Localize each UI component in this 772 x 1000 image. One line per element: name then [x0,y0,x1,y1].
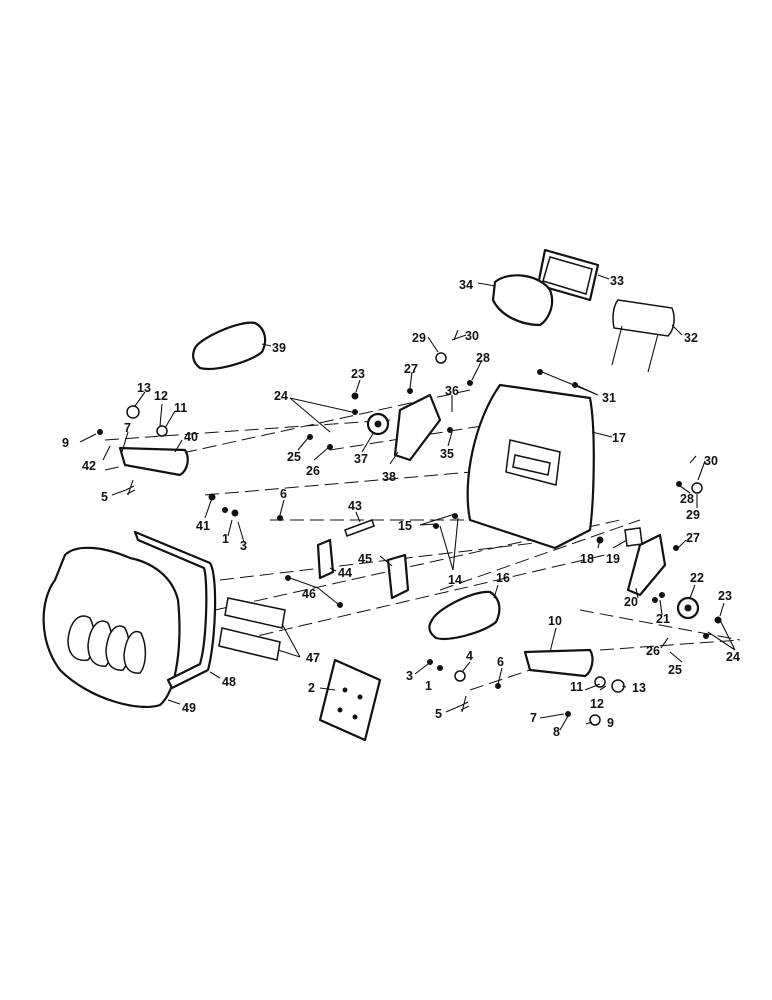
callout-43: 43 [348,499,362,513]
callout-3-left: 3 [240,539,247,553]
callout-24-left: 24 [274,389,288,403]
callout-36: 36 [445,384,459,398]
callout-11-left: 11 [174,401,187,415]
callout-22: 22 [690,571,704,585]
right-recliner-plate-part [626,533,667,597]
callout-6-left: 6 [280,487,287,501]
callout-28-right: 28 [680,492,694,506]
callout-46: 46 [302,587,316,601]
callout-5-left: 5 [101,490,108,504]
callout-23-left: 23 [351,367,365,381]
callout-38: 38 [382,470,396,484]
callout-42: 42 [82,459,96,473]
hinge-part [316,538,410,600]
callout-41: 41 [196,519,210,533]
callout-18: 18 [580,552,594,566]
headrest-bezel-part [536,248,600,302]
callout-40: 40 [184,430,198,444]
callout-12-left: 12 [154,389,168,403]
headrest-pad-part [491,274,554,327]
callout-27-right: 27 [686,531,700,545]
callout-2: 2 [308,681,315,695]
callout-10: 10 [548,614,562,628]
callout-16: 16 [496,571,510,585]
spring-part [125,479,470,713]
callout-29-left: 29 [412,331,426,345]
recliner-plate-part [393,393,442,462]
seat-back-shell-part [466,383,595,550]
cushion-frame-part [133,530,217,690]
leader-lines [79,274,736,731]
callout-29-right: 29 [686,508,700,522]
small-plate-part [624,527,643,547]
callout-49: 49 [182,701,196,715]
callout-34: 34 [459,278,473,292]
callout-13-left: 13 [137,381,151,395]
callout-44: 44 [338,566,352,580]
left-arm-bracket-part [118,446,189,477]
right-arm-bracket-part [523,648,594,678]
callout-13-right: 13 [632,681,646,695]
recliner-hub-part [366,412,390,436]
callout-1-right: 1 [425,679,432,693]
callout-7-right: 7 [530,711,537,725]
callout-23-right: 23 [718,589,732,603]
callout-15: 15 [398,519,412,533]
left-armrest-part [192,321,267,370]
callout-45: 45 [358,552,372,566]
callout-7-left: 7 [124,421,131,435]
callout-19: 19 [606,552,620,566]
callout-24-right: 24 [726,650,740,664]
callout-39: 39 [272,341,286,355]
callout-48: 48 [222,675,236,689]
seat-cushion-part [42,546,181,709]
callout-6-right: 6 [497,655,504,669]
callout-8: 8 [553,725,560,739]
callouts: 1 1 2 3 3 4 5 5 6 6 7 7 8 9 9 10 11 11 1… [62,274,740,739]
hardware-parts [97,352,722,726]
callout-21: 21 [656,612,670,626]
callout-11-right: 11 [570,680,583,694]
right-recliner-hub-part [676,596,700,620]
callout-30-left: 30 [465,329,479,343]
callout-28-left: 28 [476,351,490,365]
right-armrest-part [428,590,501,640]
callout-5-right: 5 [435,707,442,721]
callout-12-right: 12 [590,697,604,711]
callout-14: 14 [448,573,462,587]
callout-9-left: 9 [62,436,69,450]
callout-31: 31 [602,391,616,405]
strap-part [218,597,286,661]
callout-9-right: 9 [607,716,614,730]
callout-35: 35 [440,447,454,461]
callout-1-left: 1 [222,532,229,546]
callout-37: 37 [354,452,368,466]
callout-3-right: 3 [406,669,413,683]
callout-32: 32 [684,331,698,345]
callout-27-left: 27 [404,362,418,376]
callout-26-right: 26 [646,644,660,658]
callout-4: 4 [466,649,473,663]
mounting-plate-part [318,658,382,742]
callout-47: 47 [306,651,320,665]
callout-30-right: 30 [704,454,718,468]
callout-26-left: 26 [306,464,320,478]
callout-25-right: 25 [668,663,682,677]
link-rod-part [344,519,375,537]
callout-33: 33 [610,274,624,288]
callout-20: 20 [624,595,638,609]
headrest-frame-part [611,299,675,373]
callout-17: 17 [612,431,626,445]
callout-25-left: 25 [287,450,301,464]
